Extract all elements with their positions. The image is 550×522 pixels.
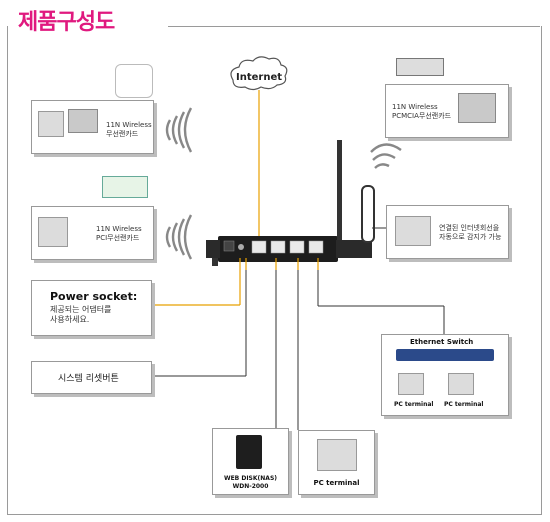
network-switch-icon — [396, 349, 494, 361]
pcmcia-wireless-line2: PCMCIA무선랜카드 — [392, 112, 452, 120]
desktop-pc-icon — [38, 111, 64, 137]
desktop-pc-icon — [38, 217, 68, 247]
pci-wireless-box: 11N Wireless PCI무선랜카드 — [31, 206, 154, 260]
diagram-frame — [7, 26, 542, 515]
desktop-pc-icon — [317, 439, 357, 471]
desktop-pc-icon — [448, 373, 474, 395]
switch-pc-terminal-1: PC terminal — [394, 401, 434, 408]
switch-pc-terminal-2: PC terminal — [444, 401, 484, 408]
pcmcia-wireless-line1: 11N Wireless — [392, 103, 438, 111]
frame-top-line — [168, 26, 540, 27]
pci-wireless-line1: 11N Wireless — [96, 225, 142, 233]
nas-box: WEB DISK(NAS) WDN-2000 — [212, 428, 289, 495]
nas-line1: WEB DISK(NAS) — [223, 475, 278, 482]
desktop-pc-icon — [395, 216, 431, 246]
pci-wireless-line2: PCI무선랜카드 — [96, 234, 140, 242]
reset-button-box: 시스템 리셋버튼 — [31, 361, 152, 394]
power-socket-box: Power socket: 제공되는 어댑터를 사용하세요. — [31, 280, 152, 336]
usb-wireless-box: 11N Wireless 무선랜카드 — [31, 100, 154, 154]
wan-detect-box: 연결된 인터넷회선을 자동으로 감지가 가능 — [386, 205, 509, 259]
pc-terminal-box: PC terminal — [298, 430, 375, 495]
wan-detect-line2: 자동으로 감지가 가능 — [439, 233, 502, 241]
pc-terminal-label: PC terminal — [313, 479, 360, 487]
ethernet-switch-title: Ethernet Switch — [410, 338, 474, 346]
pcmcia-wireless-box: 11N Wireless PCMCIA무선랜카드 — [385, 84, 509, 138]
usb-adapter-icon — [115, 64, 153, 98]
wireless-signal-icon — [165, 107, 402, 260]
internet-cloud-icon — [230, 56, 288, 91]
wan-detect-line1: 연결된 인터넷회선을 — [439, 224, 500, 232]
nas-line2: WDN-2000 — [232, 483, 269, 490]
power-socket-title: Power socket: — [50, 290, 138, 303]
laptop-icon — [68, 109, 98, 133]
usb-wireless-line1: 11N Wireless — [106, 121, 152, 129]
pci-card-icon — [102, 176, 148, 198]
nas-device-icon — [236, 435, 262, 469]
ethernet-switch-box: Ethernet Switch PC terminal PC terminal — [381, 334, 509, 416]
internet-label: Internet — [236, 72, 283, 83]
laptop-icon — [458, 93, 496, 123]
power-socket-line1: 제공되는 어댑터를 — [50, 305, 112, 314]
usb-wireless-line2: 무선랜카드 — [106, 130, 139, 138]
page-title: 제품구성도 — [18, 10, 115, 35]
reset-button-label: 시스템 리셋버튼 — [58, 374, 119, 384]
desktop-pc-icon — [398, 373, 424, 395]
router-icon — [206, 140, 375, 266]
pcmcia-card-icon — [396, 58, 444, 76]
power-socket-line2: 사용하세요. — [50, 315, 90, 324]
